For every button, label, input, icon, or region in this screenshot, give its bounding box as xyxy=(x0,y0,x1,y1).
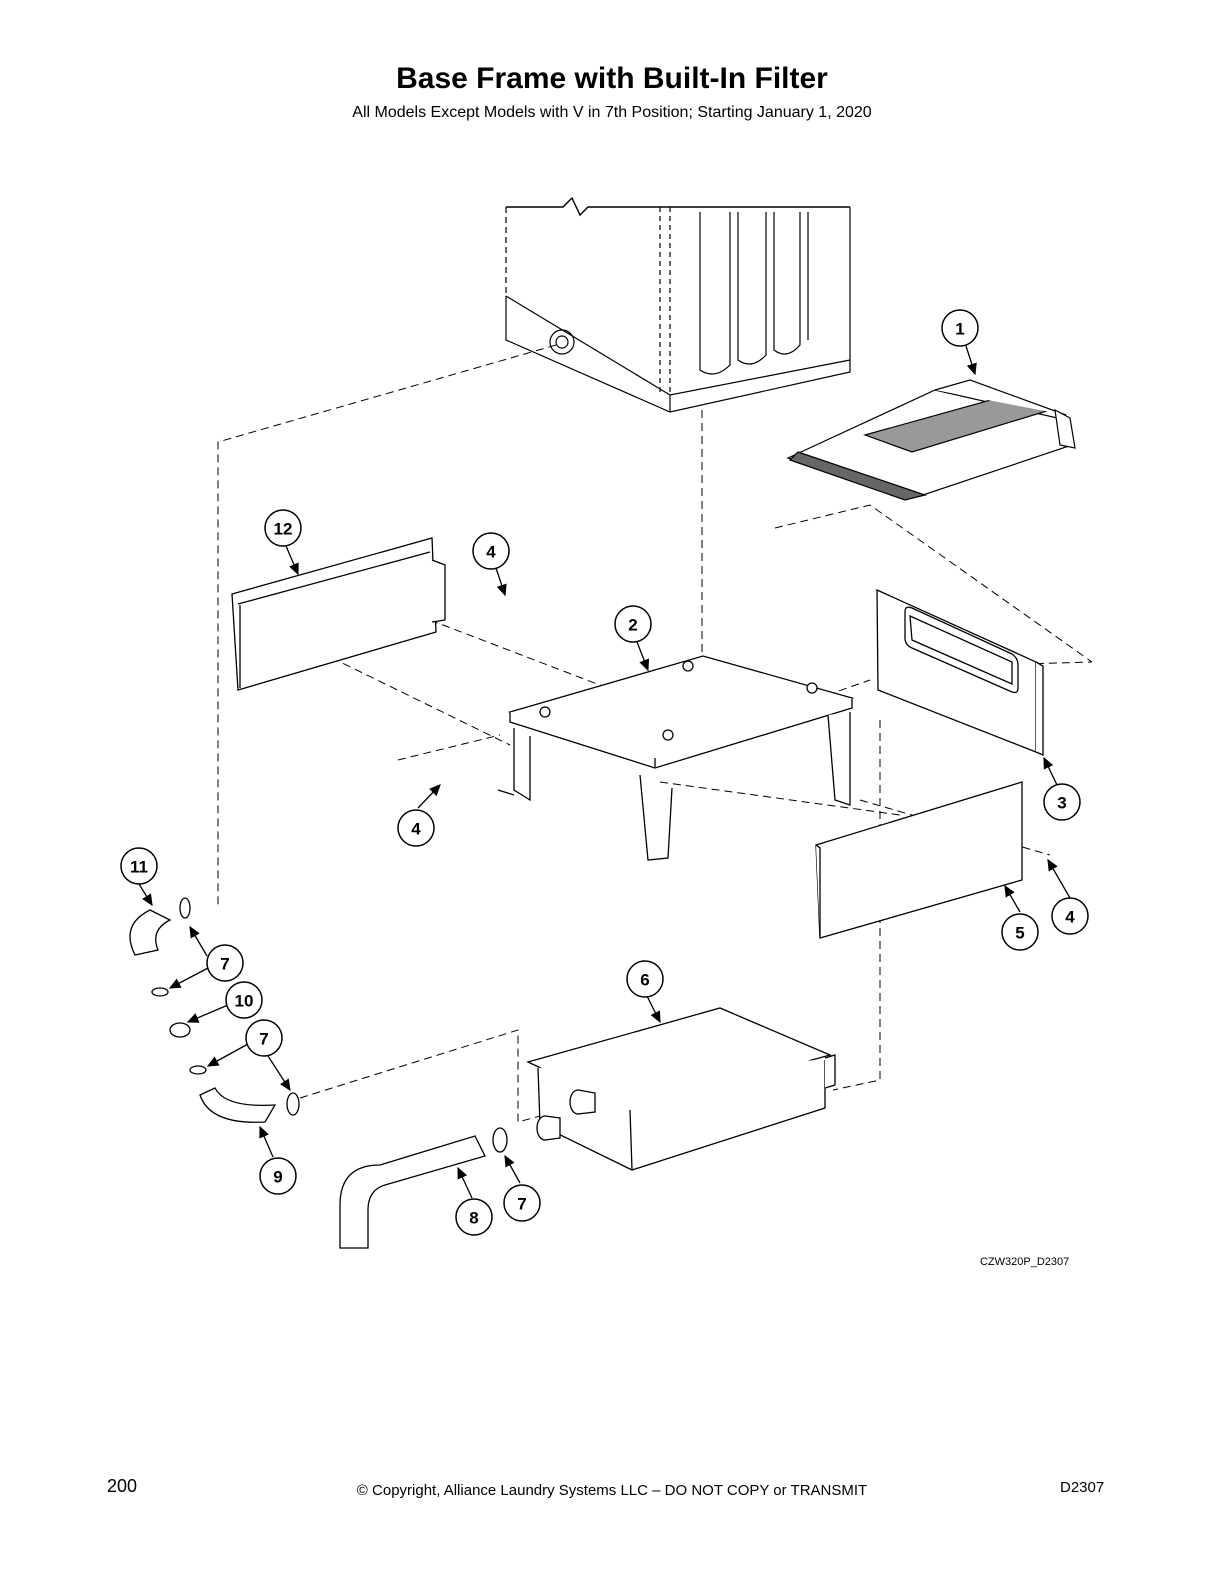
part-3-front-panel xyxy=(876,588,1044,756)
callout-7-lower: 7 xyxy=(517,1195,526,1214)
part-5-kick-panel xyxy=(815,781,1023,939)
callout-3: 3 xyxy=(1057,794,1066,813)
callout-bubbles xyxy=(120,309,1089,1236)
part-6-filter-housing xyxy=(526,1007,836,1171)
page-number: 200 xyxy=(107,1476,138,1496)
callout-11: 11 xyxy=(130,858,148,877)
part-9-elbow xyxy=(199,1087,277,1123)
drawing-id: CZW320P_D2307 xyxy=(980,1256,1070,1268)
callout-leaders xyxy=(138,345,1071,1199)
callout-4-left: 4 xyxy=(411,820,421,839)
callout-9: 9 xyxy=(273,1168,282,1187)
copyright-notice: © Copyright, Alliance Laundry Systems LL… xyxy=(356,1482,868,1499)
part-1-filter-drawer xyxy=(786,379,1076,501)
callout-12: 12 xyxy=(274,520,293,539)
callout-7-middle: 7 xyxy=(259,1030,268,1049)
callout-2: 2 xyxy=(628,616,637,635)
part-8-duct xyxy=(339,1135,486,1249)
part-2-base-frame xyxy=(497,655,855,861)
callout-5: 5 xyxy=(1015,924,1024,943)
dryer-cabinet xyxy=(505,196,851,413)
duct-parts xyxy=(129,897,508,1249)
callout-1: 1 xyxy=(955,320,964,339)
callout-4-right: 4 xyxy=(1065,908,1075,927)
callout-labels: 1 2 3 4 4 4 5 6 7 7 7 8 9 10 11 12 xyxy=(130,320,1075,1228)
callout-6: 6 xyxy=(640,971,649,990)
page-title: Base Frame with Built-In Filter xyxy=(396,62,828,95)
callout-8: 8 xyxy=(469,1209,478,1228)
callout-7-upper: 7 xyxy=(220,955,229,974)
document-code: D2307 xyxy=(1060,1479,1105,1496)
part-12-side-panel xyxy=(231,537,446,691)
page-subtitle: All Models Except Models with V in 7th P… xyxy=(352,104,872,121)
part-11-elbow xyxy=(129,909,172,956)
callout-10: 10 xyxy=(235,992,254,1011)
callout-4-top: 4 xyxy=(486,543,496,562)
